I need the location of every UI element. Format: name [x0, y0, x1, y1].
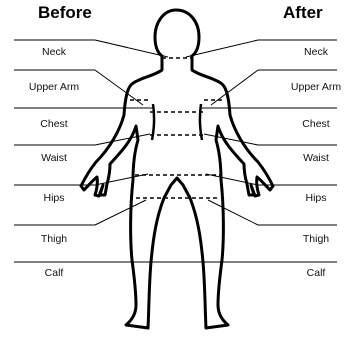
before-label-thigh: Thigh [18, 233, 90, 245]
before-leaders [14, 40, 168, 262]
before-label-calf: Calf [18, 267, 90, 279]
after-label-waist: Waist [280, 152, 351, 164]
before-label-upper-arm: Upper Arm [18, 81, 90, 93]
before-label-waist: Waist [18, 152, 90, 164]
after-label-neck: Neck [280, 46, 351, 58]
before-label-hips: Hips [18, 192, 90, 204]
before-label-chest: Chest [18, 118, 90, 130]
after-heading: After [283, 3, 323, 23]
before-heading: Before [38, 3, 92, 23]
before-label-neck: Neck [18, 46, 90, 58]
after-label-thigh: Thigh [280, 233, 351, 245]
after-leaders [186, 40, 337, 262]
after-label-upper-arm: Upper Arm [280, 81, 351, 93]
after-label-chest: Chest [280, 118, 351, 130]
after-label-hips: Hips [280, 192, 351, 204]
after-label-calf: Calf [280, 267, 351, 279]
